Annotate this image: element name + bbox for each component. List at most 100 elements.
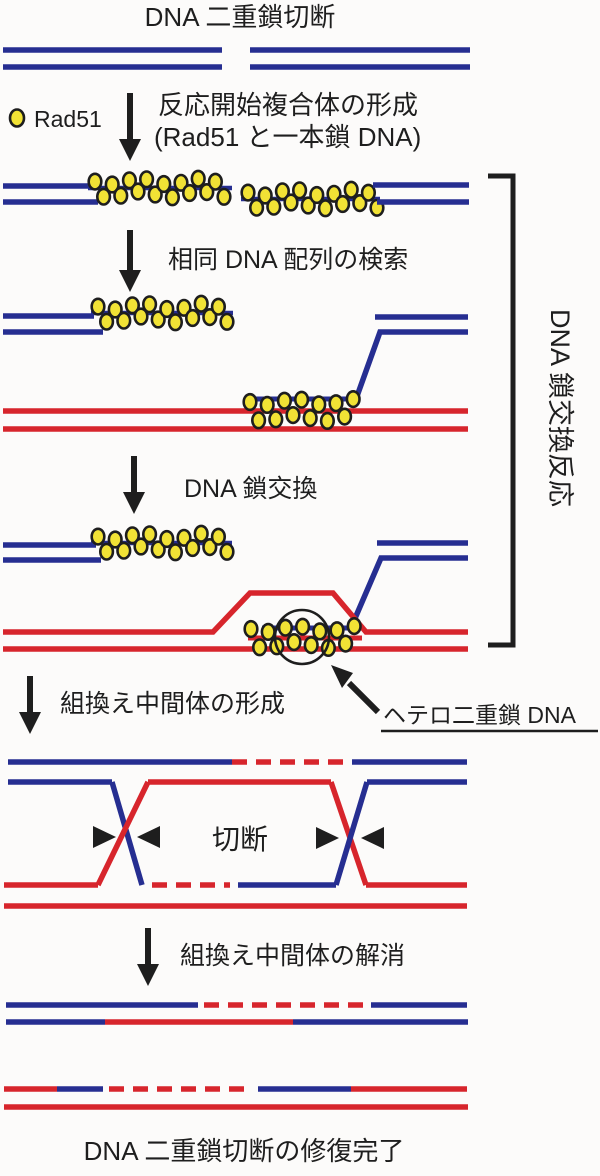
rad51-bead-icon (150, 540, 166, 559)
rad51-bead-icon (210, 297, 226, 316)
cleavage-arrowhead-icon (316, 827, 339, 849)
displaced-strand-dloop (3, 590, 468, 635)
cleavage-arrowhead-icon (361, 827, 384, 849)
rad51-bead-icon (219, 542, 235, 561)
rad51-bead-icon (95, 187, 112, 206)
stage-products: DNA 二重鎖切断の修復完了 (4, 1002, 468, 1166)
rad51-bead-icon (257, 186, 273, 205)
rad51-bead-icon (352, 194, 368, 213)
legend-rad51: Rad51 (8, 106, 102, 132)
stage-dsb: DNA 二重鎖切断 (3, 2, 470, 70)
rad51-bead-icon (116, 541, 132, 560)
rad51-bead-icon (130, 182, 146, 201)
down-arrow-head-icon (137, 964, 159, 986)
rad51-bead-icon (8, 108, 26, 128)
rad51-bead-icon (328, 394, 344, 413)
rad51-bead-icon (159, 529, 175, 549)
step1-label-line1: 反応開始複合体の形成 (158, 90, 418, 120)
rad51-bead-icon (300, 196, 316, 215)
rad51-bead-icon (295, 617, 311, 636)
step2-label: 相同 DNA 配列の検索 (168, 246, 408, 274)
stage-intermediate: 切断 (4, 759, 467, 909)
rad51-bead-icon (309, 185, 325, 205)
rad51-bead-icon (193, 524, 209, 543)
left-junction-blue-crossover (109, 781, 145, 886)
rad51-bead-icon (260, 622, 276, 642)
heteroduplex-circle (273, 608, 331, 666)
rad51-bead-icon (193, 294, 209, 313)
rad51-bead-icon (329, 621, 345, 640)
rad51-bead-icon (343, 180, 359, 199)
rad51-bead-icon (360, 183, 377, 202)
rad51-bead-icon (124, 296, 140, 315)
rad51-bead-icon (190, 169, 206, 188)
rad51-bead-icon (159, 299, 175, 319)
rad51-bead-icon (107, 300, 123, 319)
legend-label: Rad51 (34, 106, 102, 132)
down-arrow-head-icon (119, 270, 141, 292)
step5-label: 組換え中間体の解消 (180, 942, 405, 970)
rad51-bead-icon (107, 530, 123, 549)
step4-label: 組換え中間体の形成 (60, 690, 285, 718)
rad51-filament (90, 524, 235, 562)
rad51-bead-icon (337, 407, 353, 426)
rad51-bead-icon (216, 187, 232, 206)
cleavage-arrowhead-icon (137, 826, 160, 848)
down-arrow-head-icon (119, 139, 141, 161)
rad51-bead-icon (311, 395, 327, 414)
stage-homology-search (3, 294, 468, 432)
rad51-bead-icon (207, 172, 223, 191)
cleavage-arrowhead-icon (93, 826, 116, 848)
step4-arrow: 組換え中間体の形成 (19, 676, 285, 734)
rad51-bead-icon (90, 527, 106, 546)
rad51-bead-icon (266, 197, 282, 216)
rad51-bead-icon (104, 175, 120, 194)
rad51-bead-icon (303, 635, 319, 655)
rad51-bead-icon (317, 199, 334, 218)
rad51-bead-icon (277, 618, 294, 637)
rad51-bead-icon (319, 411, 336, 431)
rad51-bead-icon (292, 181, 308, 200)
heteroduplex-label: ヘテロ二重鎖 DNA (383, 702, 577, 728)
rad51-bead-icon (242, 392, 258, 412)
rad51-bead-icon (346, 616, 362, 636)
stage-strand-exchange: ヘテロ二重鎖 DNA (3, 524, 598, 733)
rad51-bead-icon (142, 295, 158, 314)
rad51-bead-icon (113, 186, 129, 205)
rad51-bead-icon (338, 634, 354, 653)
rad51-bead-icon (185, 308, 201, 328)
rad51-bead-icon (147, 185, 163, 204)
rad51-filament (90, 294, 235, 332)
rad51-bead-icon (259, 395, 275, 415)
rad51-bead-icon (199, 183, 215, 202)
rad51-bead-icon (202, 308, 218, 327)
rad51-bead-icon (219, 312, 235, 331)
rad51-bead-icon (286, 632, 302, 652)
rad51-bead-icon (121, 171, 137, 190)
rad51-bead-icon (185, 538, 201, 558)
rad51-bead-icon (345, 390, 361, 409)
down-arrow-head-icon (123, 492, 145, 514)
rad51-bead-icon (90, 297, 106, 316)
rad51-bead-icon (274, 182, 291, 201)
rad51-bead-icon (312, 622, 328, 641)
rad51-bead-icon (98, 542, 115, 561)
rad51-bead-icon (133, 307, 149, 326)
reaction-bracket: DNA 鎖交換反応 (488, 173, 575, 648)
rad51-bead-icon (335, 194, 351, 214)
rad51-bead-icon (150, 310, 166, 329)
rad51-bead-icon (202, 537, 218, 557)
rad51-bead-icon (167, 313, 183, 332)
rad51-bead-icon (139, 170, 155, 189)
rad51-bead-icon (302, 409, 318, 428)
step1-arrow: 反応開始複合体の形成 (Rad51 と一本鎖 DNA) (119, 90, 421, 161)
rad51-bead-icon (240, 183, 256, 202)
step1-label-line2: (Rad51 と一本鎖 DNA) (154, 122, 421, 152)
pointer-arrow-head-icon (331, 665, 353, 688)
bracket-label: DNA 鎖交換反応 (545, 309, 575, 507)
rad51-bead-icon (251, 411, 267, 430)
rad51-bead-icon (98, 312, 115, 331)
step5-arrow: 組換え中間体の解消 (137, 928, 405, 986)
rad51-bead-icon (182, 183, 198, 203)
rad51-bead-icon (294, 390, 310, 409)
